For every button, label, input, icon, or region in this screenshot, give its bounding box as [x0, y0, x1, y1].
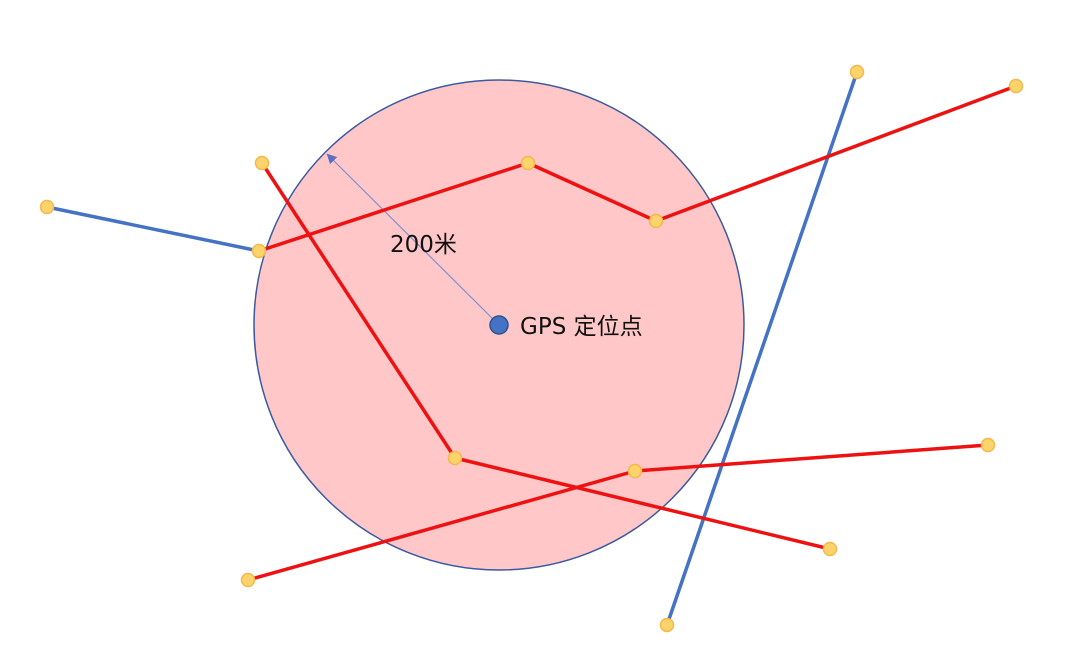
vertex: [822, 541, 838, 557]
vertex: [627, 463, 643, 479]
road-vertices: [39, 64, 1024, 633]
vertex: [1008, 78, 1024, 94]
gps-center-label: GPS 定位点: [520, 314, 643, 340]
vertex: [659, 617, 675, 633]
radius-line: [326, 153, 500, 326]
vertex: [240, 572, 256, 588]
vertex: [39, 199, 55, 215]
vertex: [849, 64, 865, 80]
road-blue-left: [45, 205, 261, 253]
gps-center-point: [489, 315, 509, 335]
vertex: [648, 213, 664, 229]
vertex: [520, 155, 536, 171]
radius-label: 200米: [390, 232, 457, 258]
vertex: [980, 437, 996, 453]
road-red-top: [257, 84, 1018, 253]
vertex: [251, 243, 267, 259]
vertex: [447, 450, 463, 466]
road-blue-diagonal: [665, 70, 859, 627]
vertex: [254, 155, 270, 171]
